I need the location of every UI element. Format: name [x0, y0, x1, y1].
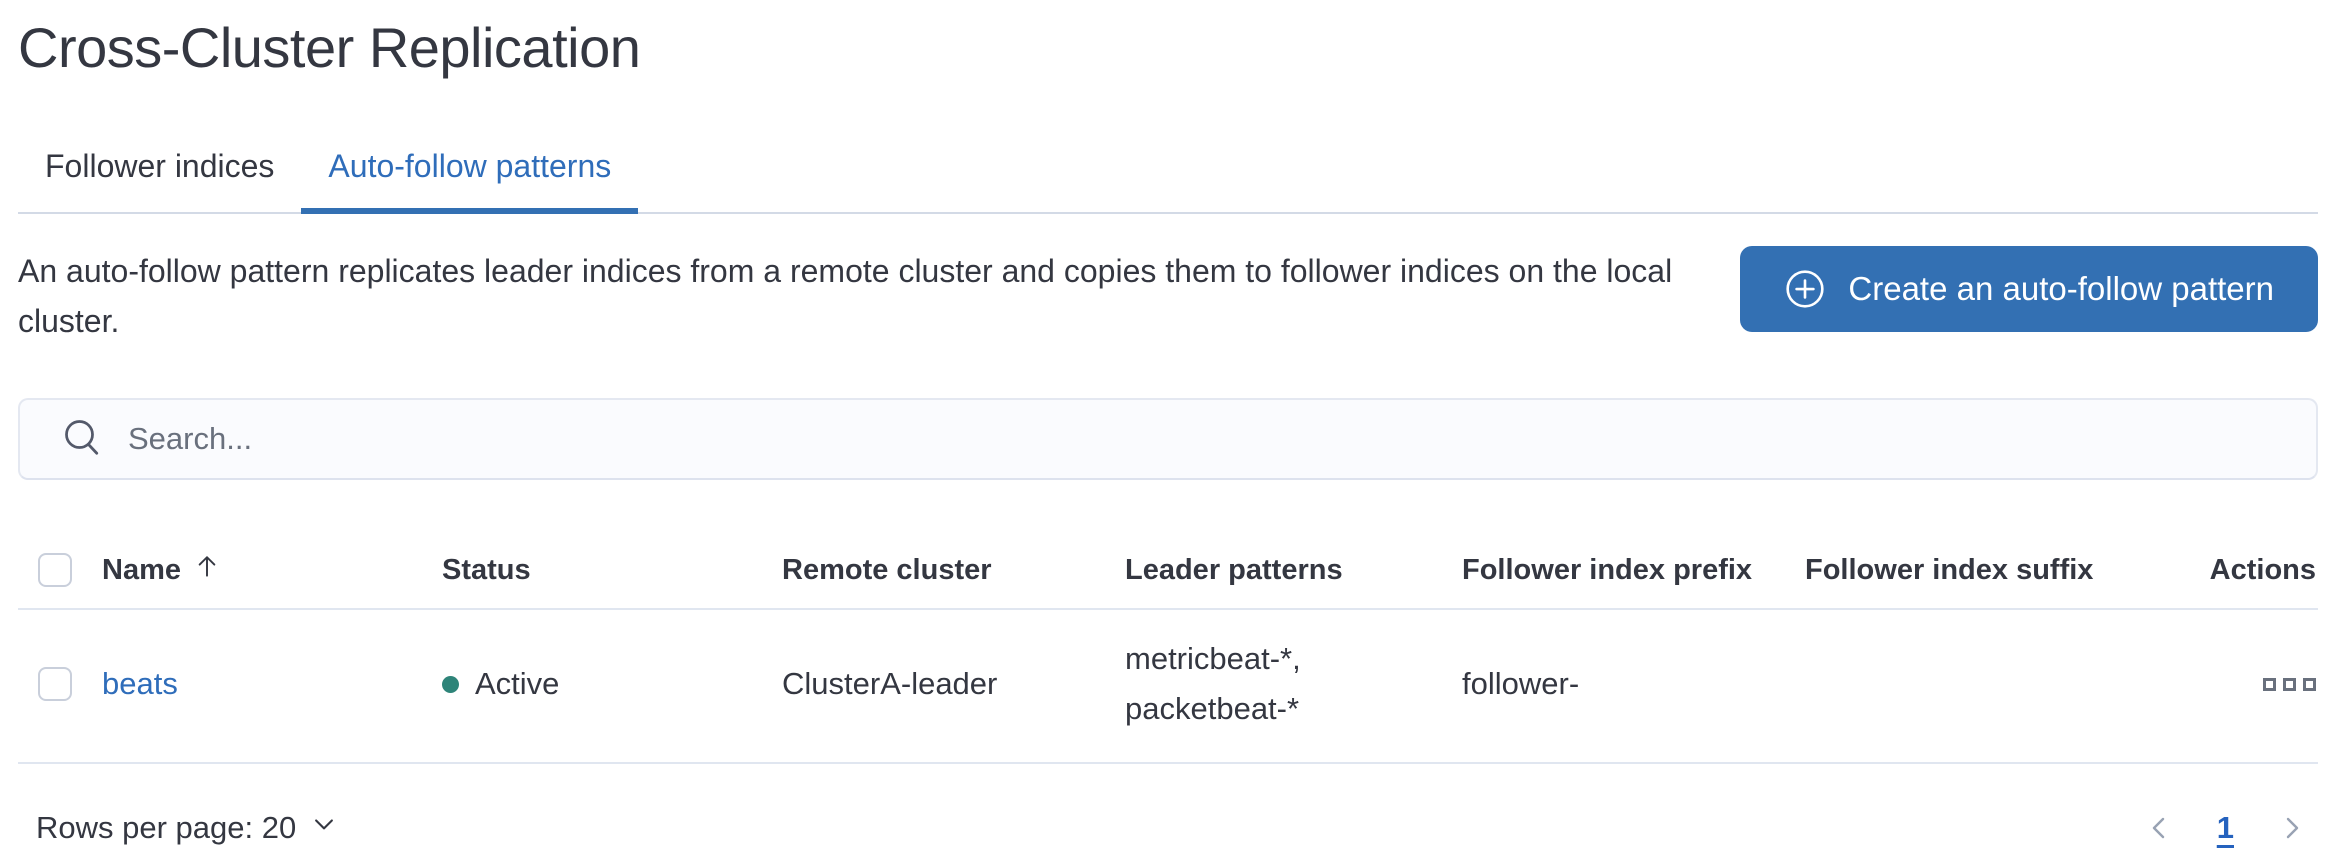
column-header-status: Status	[442, 553, 531, 586]
cell-follower-index-prefix: follower-	[1462, 666, 1580, 701]
search-bar	[18, 398, 2318, 480]
cell-status: Active	[442, 659, 782, 709]
pagination-page-1[interactable]: 1	[2216, 810, 2234, 845]
column-header-name-label: Name	[102, 553, 181, 586]
description-row: An auto-follow pattern replicates leader…	[18, 246, 2318, 346]
page-title: Cross-Cluster Replication	[18, 16, 641, 79]
rows-per-page-label: Rows per page: 20	[36, 810, 297, 845]
pagination: 1	[2137, 806, 2318, 850]
search-icon	[62, 417, 102, 462]
row-checkbox[interactable]	[38, 667, 72, 701]
table-header-row: Name Status Remote cluster Leader patter…	[18, 536, 2318, 610]
sort-ascending-arrow-icon	[193, 552, 221, 588]
create-button-label: Create an auto-follow pattern	[1848, 270, 2274, 307]
cell-name: beats	[102, 659, 442, 709]
status-label: Active	[475, 666, 560, 701]
column-header-follower-index-prefix: Follower index prefix	[1462, 553, 1753, 586]
chevron-down-icon	[310, 810, 338, 846]
search-input[interactable]	[128, 421, 2288, 457]
table-footer: Rows per page: 20 1	[18, 764, 2318, 850]
cell-remote-cluster: ClusterA-leader	[782, 666, 998, 701]
tab-auto-follow-patterns[interactable]: Auto-follow patterns	[301, 128, 639, 214]
boxes-horizontal-icon	[2263, 677, 2276, 691]
table-row: beats Active ClusterA-leader metricbeat-…	[18, 610, 2318, 764]
create-auto-follow-pattern-button[interactable]: Create an auto-follow pattern	[1740, 246, 2318, 332]
auto-follow-description: An auto-follow pattern replicates leader…	[18, 253, 1673, 339]
select-all-checkbox[interactable]	[38, 553, 72, 587]
pattern-name-link[interactable]: beats	[102, 666, 178, 701]
cell-leader-patterns: metricbeat-*, packetbeat-*	[1125, 634, 1462, 734]
tab-bar: Follower indices Auto-follow patterns	[18, 128, 2318, 214]
column-header-name[interactable]: Name	[102, 552, 442, 588]
chevron-right-icon[interactable]	[2270, 806, 2314, 850]
row-actions-button[interactable]	[2263, 674, 2316, 695]
column-header-remote-cluster: Remote cluster	[782, 553, 992, 586]
chevron-left-icon[interactable]	[2137, 806, 2181, 850]
header-checkbox-cell	[18, 553, 102, 587]
status-active-dot-icon	[442, 675, 459, 693]
leader-patterns-value: metricbeat-*, packetbeat-*	[1125, 641, 1301, 726]
rows-per-page-button[interactable]: Rows per page: 20	[18, 810, 338, 846]
boxes-horizontal-icon-3	[2303, 677, 2316, 691]
row-checkbox-cell	[18, 667, 102, 701]
plus-in-circle-icon	[1784, 268, 1826, 310]
tab-follower-indices[interactable]: Follower indices	[45, 148, 275, 184]
column-header-leader-patterns: Leader patterns	[1125, 553, 1343, 586]
auto-follow-patterns-table: Name Status Remote cluster Leader patter…	[18, 536, 2318, 764]
boxes-horizontal-icon-2	[2283, 677, 2296, 691]
column-header-follower-index-suffix: Follower index suffix	[1805, 553, 2094, 586]
column-header-actions: Actions	[2209, 553, 2316, 586]
cell-actions	[2165, 674, 2318, 695]
